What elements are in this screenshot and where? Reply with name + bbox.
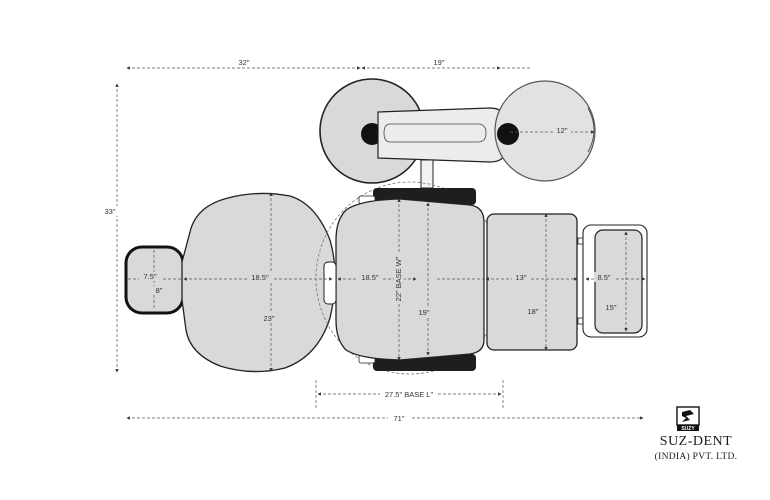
dim-19-seat: 19"	[418, 308, 429, 317]
dim-base-l: 27.5" BASE L"	[385, 390, 434, 399]
dim-8-5: 8.5"	[597, 273, 610, 282]
dim-33: 33"	[104, 207, 115, 216]
dim-18-5-back: 18.5"	[251, 273, 269, 282]
dim-23: 23"	[263, 314, 274, 323]
arm-post	[420, 159, 434, 189]
brand-logo: SUZY	[676, 406, 700, 432]
brand-subtitle: (INDIA) PVT. LTD.	[654, 452, 738, 462]
dim-7-5: 7.5"	[143, 272, 156, 281]
dim-8: 8"	[156, 286, 163, 295]
dim-71: 71"	[393, 414, 404, 423]
brand-block: SUZ-DENT (INDIA) PVT. LTD.	[636, 434, 756, 464]
leg-rest	[486, 213, 578, 351]
dim-18-leg: 18"	[527, 307, 538, 316]
dim-base-w: 22" BASE W"	[394, 256, 403, 301]
dim-15: 15"	[605, 303, 616, 312]
backrest	[181, 192, 336, 373]
logo-text: SUZY	[681, 426, 695, 432]
tray-pivot-right	[497, 123, 519, 145]
dim-13: 13"	[515, 273, 526, 282]
brand-name: SUZ-DENT	[659, 434, 733, 449]
dim-18-5-seat: 18.5"	[361, 273, 379, 282]
dim-19-top: 19"	[433, 58, 444, 67]
dim-12: 12"	[556, 126, 567, 135]
dim-32: 32"	[238, 58, 249, 67]
